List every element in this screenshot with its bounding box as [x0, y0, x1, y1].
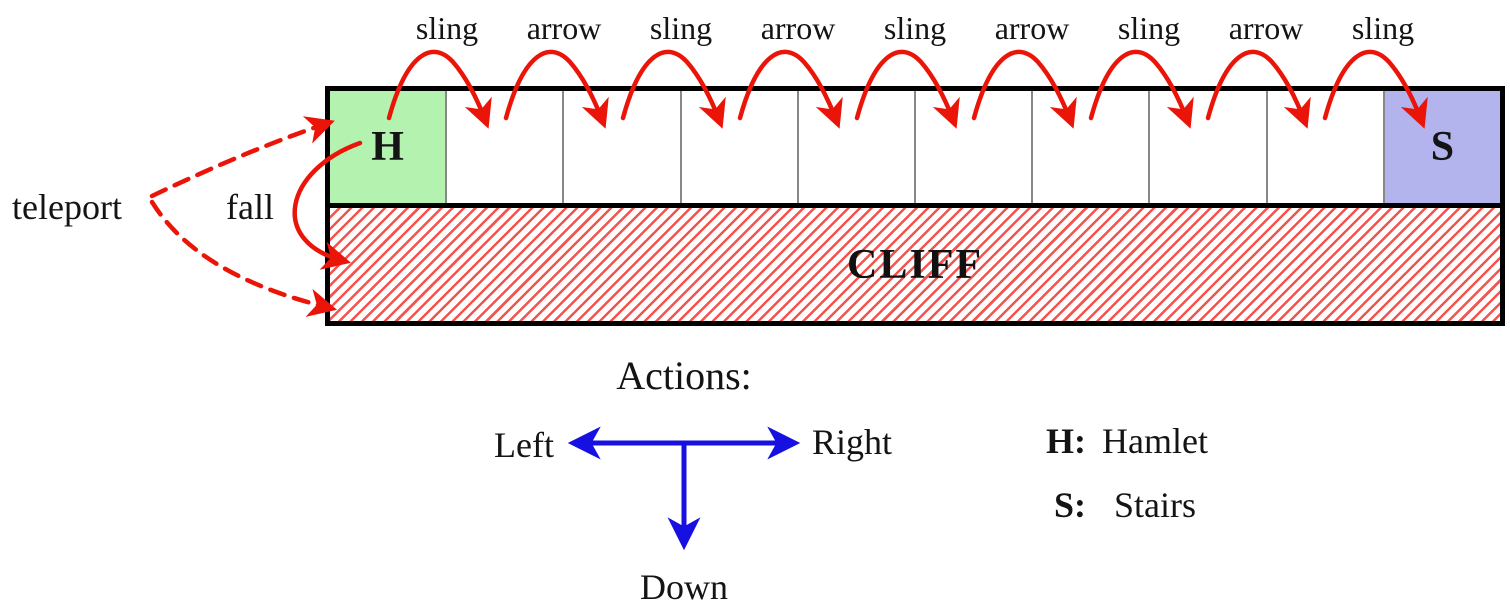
grid-cell — [1150, 91, 1268, 203]
grid-cell — [682, 91, 799, 203]
legend-key-hamlet: H: — [1046, 421, 1086, 461]
jump-label-arrow: arrow — [526, 10, 602, 46]
jump-label-arrow: arrow — [760, 10, 836, 46]
grid-cell — [1268, 91, 1385, 203]
action-right-label: Right — [812, 422, 893, 462]
actions-title: Actions: — [616, 353, 752, 398]
fall-label: fall — [226, 187, 274, 227]
grid-cell — [564, 91, 682, 203]
start-cell-hamlet: H — [330, 91, 448, 203]
jump-label-sling: sling — [1351, 10, 1415, 46]
jump-label-sling: sling — [1117, 10, 1181, 46]
cliff-label: CLIFF — [847, 241, 983, 288]
cliff-region: CLIFF — [330, 208, 1500, 321]
legend-key-stairs: S: — [1053, 485, 1086, 525]
jump-label-sling: sling — [649, 10, 713, 46]
jump-label-arrow: arrow — [994, 10, 1070, 46]
jump-label-sling: sling — [415, 10, 479, 46]
action-left-label: Left — [494, 425, 554, 465]
legend-name-hamlet: Hamlet — [1102, 421, 1208, 461]
grid-cell — [1033, 91, 1151, 203]
jump-label-sling: sling — [883, 10, 947, 46]
stairs-letter: S — [1430, 124, 1455, 170]
grid-cell — [799, 91, 917, 203]
grid-cell — [916, 91, 1034, 203]
grid-cell — [447, 91, 565, 203]
goal-cell-stairs: S — [1384, 91, 1501, 203]
hamlet-letter: H — [371, 124, 404, 170]
legend-name-stairs: Stairs — [1113, 485, 1196, 525]
action-down-label: Down — [640, 567, 728, 607]
legend: H: Hamlet S: Stairs — [1046, 420, 1208, 526]
jump-label-arrow: arrow — [1228, 10, 1304, 46]
teleport-label: teleport — [12, 187, 122, 227]
